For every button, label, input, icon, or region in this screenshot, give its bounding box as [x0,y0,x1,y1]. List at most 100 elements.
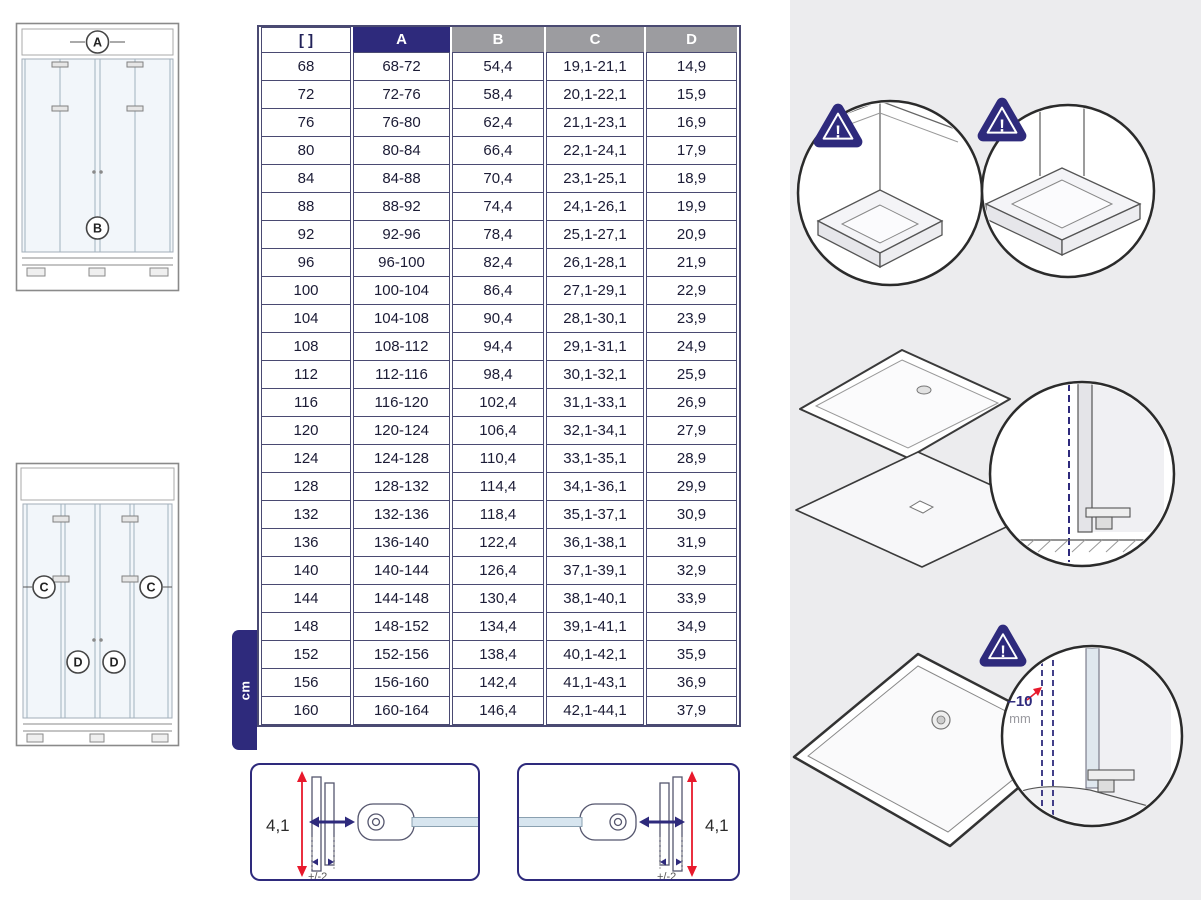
table-cell: 30,9 [646,501,737,529]
table-cell: 128 [261,473,351,501]
corner-detail-left-drawing [801,103,959,269]
table-cell: 82,4 [452,249,544,277]
table-cell: 20,1-22,1 [546,81,644,109]
table-cell: 94,4 [452,333,544,361]
tolerance-dashes [311,837,335,869]
table-cell: 68-72 [353,53,450,81]
profile-detail-left-drawing: 4,1 +/-2 [266,771,478,879]
table-cell: 22,1-24,1 [546,137,644,165]
installation-illustrations: ! [792,0,1184,848]
warning-triangle-icon [983,103,1021,136]
table-cell: 112 [261,361,351,389]
table-cell: 156-160 [353,669,450,697]
table-cell: 36,9 [646,669,737,697]
label-b: B [93,222,102,236]
table-cell: 144 [261,585,351,613]
handle-dots [92,170,103,174]
table-cell: 38,1-40,1 [546,585,644,613]
door-panel-lines [24,59,171,252]
table-cell: 58,4 [452,81,544,109]
label-d: D [109,656,118,670]
unit-tab: cm [232,630,257,750]
table-cell: 160 [261,697,351,725]
table-cell: 124 [261,445,351,473]
table-cell: 136-140 [353,529,450,557]
label-a: A [93,36,102,50]
table-cell: 42,1-44,1 [546,697,644,725]
dimension-badge-c-left: C [23,575,56,599]
mirrored-profile-graphic [519,771,697,877]
label-c: C [39,581,48,595]
table-cell: 23,1-25,1 [546,165,644,193]
table-cell: 27,1-29,1 [546,277,644,305]
table-cell: 140-144 [353,557,450,585]
table-cell: 35,1-37,1 [546,501,644,529]
table-cell: 76 [261,109,351,137]
dimension-badge-d-right: D [102,650,126,674]
table-cell: 78,4 [452,221,544,249]
table-cell: 96 [261,249,351,277]
table-cell: 32,9 [646,557,737,585]
glass-panel [411,817,478,827]
table-cell: 23,9 [646,305,737,333]
dimension-badge-d-left: D [66,650,90,674]
hinge-marks [52,515,139,583]
table-cell: 26,1-28,1 [546,249,644,277]
height-value: 4,1 [266,816,290,835]
table-cell: 21,9 [646,249,737,277]
corner-detail-right-circle [980,103,1156,279]
col-header-bracket: [ ] [261,27,351,53]
table-cell: 14,9 [646,53,737,81]
table-cell: 100-104 [353,277,450,305]
table-cell: 86,4 [452,277,544,305]
table-cell: 140 [261,557,351,585]
table-cell: 36,1-38,1 [546,529,644,557]
installation-panel: ! [790,0,1201,900]
table-cell: 112-116 [353,361,450,389]
table-cell: 116 [261,389,351,417]
table-cell: 152 [261,641,351,669]
dimension-badge-b: B [85,216,110,240]
offset-value: –10 [1007,693,1032,710]
table-cell: 120-124 [353,417,450,445]
table-cell: 134,4 [452,613,544,641]
table-cell: 88 [261,193,351,221]
table-header-row: [ ] A B C D [261,27,737,53]
table-cell: 27,9 [646,417,737,445]
table-cell: 142,4 [452,669,544,697]
table-cell: 31,9 [646,529,737,557]
col-header-a: A [353,27,450,53]
clamp-bracket [357,803,415,841]
table-cell: 108-112 [353,333,450,361]
height-arrow [297,771,307,877]
table-cell: 102,4 [452,389,544,417]
table-cell: 116-120 [353,389,450,417]
table-cell: 19,1-21,1 [546,53,644,81]
table-cell: 92-96 [353,221,450,249]
profile-detail-right: 4,1 +/-2 [517,763,740,881]
tolerance-arrows [312,858,334,866]
table-cell: 96-100 [353,249,450,277]
table-cell: 84-88 [353,165,450,193]
table-cell: 16,9 [646,109,737,137]
table-cell: 118,4 [452,501,544,529]
door-front-diagram: A B [15,22,180,292]
table-cell: 25,9 [646,361,737,389]
table-cell: 100 [261,277,351,305]
table-cell: 136 [261,529,351,557]
profile-detail-left: 4,1 +/-2 [250,763,480,881]
door-panel-lines [26,504,169,718]
dimension-badge-a: A [70,30,125,54]
